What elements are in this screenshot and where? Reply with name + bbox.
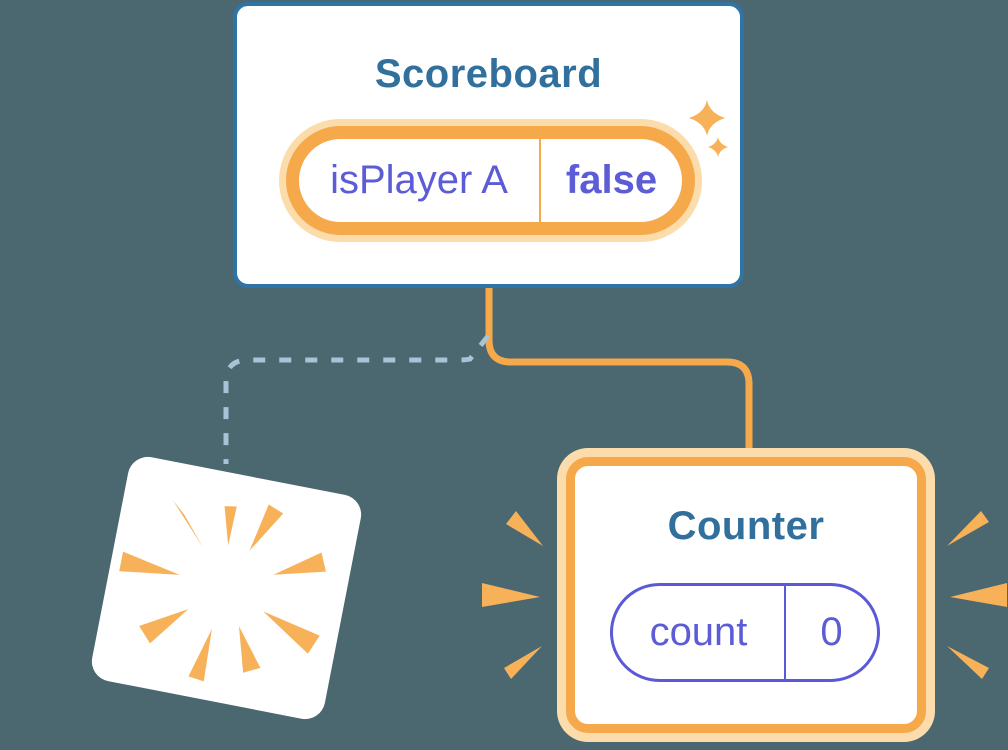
scoreboard-card: Scoreboard isPlayer A false xyxy=(233,2,744,288)
state-name: isPlayer A xyxy=(330,158,508,202)
state-name: count xyxy=(649,610,748,654)
state-value: false xyxy=(565,158,658,202)
explosion-burst-icon xyxy=(119,500,326,682)
scoreboard-title: Scoreboard xyxy=(374,52,603,96)
counter-title: Counter xyxy=(667,504,825,548)
pill-divider xyxy=(539,139,541,222)
counter-card: Counter count 0 xyxy=(566,457,926,733)
state-value: 0 xyxy=(820,610,843,654)
pill-divider xyxy=(784,586,786,679)
destroyed-card xyxy=(88,453,365,723)
sparkles-icon xyxy=(689,100,728,157)
emphasis-sparks-right-icon xyxy=(947,511,1007,679)
emphasis-sparks-left-icon xyxy=(482,511,543,679)
connector-solid-line xyxy=(485,286,753,458)
scoreboard-state-pill: isPlayer A false xyxy=(286,126,695,235)
connector-dashed-line xyxy=(223,334,490,464)
counter-state-pill: count 0 xyxy=(610,583,880,682)
